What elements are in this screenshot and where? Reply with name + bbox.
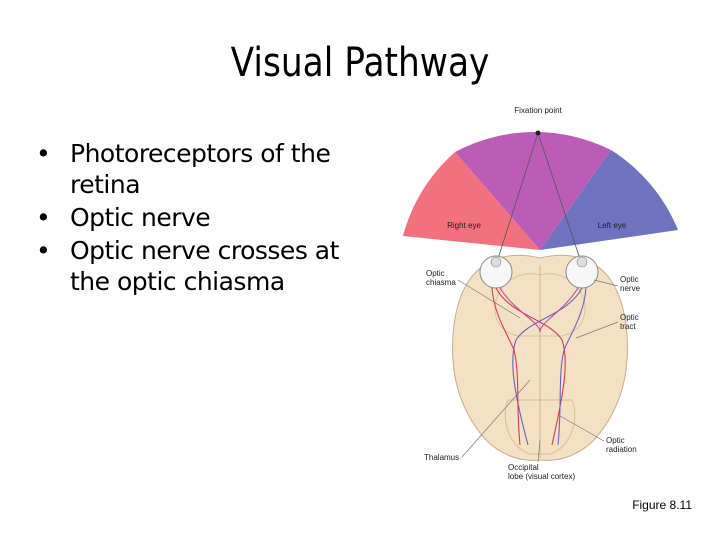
- bullet-text: Optic nerve: [70, 203, 211, 232]
- bullet-text: Optic nerve crosses at the optic chiasma: [70, 236, 339, 296]
- left-visual-field: [540, 150, 678, 250]
- slide-title: Visual Pathway: [230, 40, 490, 86]
- bullet-text: Photoreceptors of the retina: [70, 139, 331, 199]
- label-right-eye: Right eye: [447, 221, 481, 230]
- bullet-marker: •: [36, 236, 51, 265]
- brain: [452, 254, 628, 461]
- bullet-item: • Photoreceptors of the retina: [36, 138, 366, 200]
- left-eye: [565, 255, 599, 289]
- label-leader-lines: [457, 279, 619, 463]
- sight-lines: [495, 132, 583, 266]
- label-left-eye: Left eye: [598, 221, 627, 230]
- label-fixation-point: Fixation point: [514, 106, 562, 115]
- label-thalamus: Thalamus: [424, 453, 459, 462]
- figure-caption: Figure 8.11: [632, 498, 692, 512]
- bullet-item: • Optic nerve: [36, 202, 366, 233]
- bullet-list: • Photoreceptors of the retina • Optic n…: [36, 138, 366, 299]
- bullet-marker: •: [36, 139, 51, 168]
- bullet-marker: •: [36, 203, 51, 232]
- bullet-item: • Optic nerve crosses at the optic chias…: [36, 235, 366, 297]
- central-visual-field: [455, 132, 611, 250]
- optic-pathways: [491, 287, 587, 446]
- fixation-point-dot: [535, 130, 541, 136]
- right-visual-field: [403, 152, 540, 250]
- right-eye: [479, 255, 513, 289]
